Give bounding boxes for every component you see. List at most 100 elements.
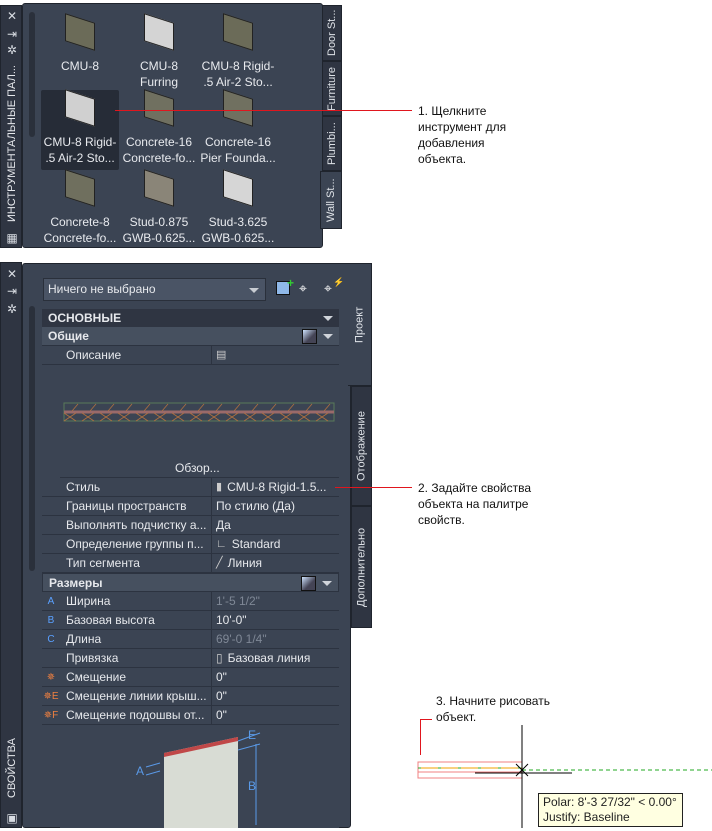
property-label: Привязка <box>60 649 212 667</box>
category-title: Общие <box>48 329 89 343</box>
properties-gear-icon[interactable]: ✲ <box>6 302 18 316</box>
property-row[interactable]: Тип сегмента╱Линия <box>42 554 339 573</box>
quick-settings-icon[interactable] <box>302 329 317 344</box>
tab-extended[interactable]: Дополнительно <box>351 506 372 628</box>
tool-label: Furring <box>139 75 178 89</box>
callout-text: объекта на палитре <box>418 497 529 511</box>
tab-plumbing[interactable]: Plumbi... <box>322 116 342 171</box>
scrollbar[interactable] <box>29 306 35 571</box>
tool-item[interactable]: CMU-8 Rigid-.5 Air-2 Sto... <box>199 13 277 94</box>
palette-menu-icon[interactable]: ▣ <box>6 811 18 825</box>
description-edit-icon[interactable]: ▤ <box>216 348 227 361</box>
wall-style-preview-image <box>63 402 335 422</box>
dimension-diagram: E B A <box>60 725 339 828</box>
tool-label: Concrete-8 <box>50 215 110 229</box>
property-value: 1'-5 1/2" <box>216 593 260 608</box>
category-title: Размеры <box>49 576 103 590</box>
tab-wall-styles[interactable]: Wall St... <box>320 171 342 229</box>
category-dimensions[interactable]: Размеры <box>42 573 339 592</box>
section-basic[interactable]: ОСНОВНЫЕ <box>42 309 339 328</box>
property-value: Базовая линия <box>227 650 311 665</box>
quick-settings-icon[interactable] <box>301 576 316 591</box>
property-label: Границы пространств <box>60 497 212 515</box>
property-row[interactable]: Привязка▯Базовая линия <box>42 649 339 668</box>
close-icon[interactable]: ✕ <box>6 9 18 23</box>
property-value: Да <box>216 517 231 532</box>
group-template-icon: ∟ <box>216 537 227 550</box>
properties-titlebar[interactable]: ✕ ⇥ ✲ СВОЙСТВА ▣ <box>0 262 22 828</box>
dimension-marker <box>42 649 60 667</box>
property-row[interactable]: Определение группы п...∟Standard <box>42 535 339 554</box>
tooltip-justify: Justify: Baseline <box>543 810 630 824</box>
tab-door-styles[interactable]: Door St... <box>322 5 342 61</box>
properties-gear-icon[interactable]: ✲ <box>6 43 18 57</box>
dimension-marker: ✵E <box>42 687 60 705</box>
tool-label: CMU-8 <box>61 59 99 73</box>
diagram-label-b: B <box>248 779 257 793</box>
dimension-marker: ✵F <box>42 706 60 724</box>
dimension-marker: C <box>42 630 60 648</box>
selection-dropdown[interactable]: Ничего не выбрано <box>43 278 266 301</box>
collapse-icon[interactable] <box>322 581 332 586</box>
tab-project[interactable]: Проект <box>348 263 372 386</box>
property-row[interactable]: Выполнять подчистку а...Да <box>42 516 339 535</box>
property-label: Описание <box>60 346 212 364</box>
tab-display[interactable]: Отображение <box>351 386 372 506</box>
collapse-icon[interactable] <box>323 316 333 321</box>
tool-label: CMU-8 Rigid- <box>43 135 117 149</box>
wall-style-icon <box>65 13 95 51</box>
chevron-down-icon <box>249 288 259 293</box>
callout-2-leader <box>335 487 412 488</box>
tool-item[interactable]: CMU-8 <box>41 13 119 78</box>
browse-link[interactable]: Обзор... <box>175 461 220 475</box>
property-row-description[interactable]: Описание ▤ <box>42 346 339 365</box>
diagram-label-e: E <box>248 728 257 742</box>
wall-style-icon <box>65 89 95 127</box>
tool-palette-titlebar[interactable]: ✕ ⇥ ✲ ИНСТРУМЕНТАЛЬНЫЕ ПАЛ... ▦ <box>0 5 22 248</box>
property-value: CMU-8 Rigid-1.5... <box>227 479 327 494</box>
auto-hide-icon[interactable]: ⇥ <box>6 284 18 298</box>
scrollbar[interactable] <box>29 12 35 137</box>
collapse-icon[interactable] <box>323 334 333 339</box>
property-value: 10'-0" <box>216 612 247 627</box>
wall-style-icon <box>223 13 253 51</box>
property-row[interactable]: Стиль ▮ CMU-8 Rigid-1.5... <box>42 478 339 497</box>
palette-menu-icon[interactable]: ▦ <box>6 231 18 245</box>
tab-furniture[interactable]: Furniture <box>322 61 342 116</box>
tool-label: CMU-8 <box>140 59 178 73</box>
callout-text: инструмент для <box>418 120 507 134</box>
quick-select-icon[interactable]: + <box>276 276 294 295</box>
style-swatch-icon: ▮ <box>216 480 223 493</box>
pick-object-icon[interactable]: ⌖ <box>299 280 307 296</box>
close-icon[interactable]: ✕ <box>6 267 18 281</box>
drawing-canvas[interactable] <box>410 725 712 828</box>
style-preview[interactable]: Обзор... <box>60 365 339 478</box>
tool-label: Pier Founda... <box>200 151 276 165</box>
property-label: Смещение <box>60 668 212 686</box>
wall-style-icon <box>223 169 253 207</box>
category-general[interactable]: Общие <box>42 327 339 346</box>
wall-style-icon <box>144 169 174 207</box>
auto-hide-icon[interactable]: ⇥ <box>6 27 18 41</box>
tool-item[interactable]: CMU-8 Rigid-.5 Air-2 Sto... <box>41 89 119 170</box>
tool-label: Concrete-fo... <box>122 151 196 165</box>
polar-tooltip: Polar: 8'-3 27/32" < 0.00° Justify: Base… <box>538 793 683 827</box>
property-label: Стиль <box>60 478 212 496</box>
property-value: Standard <box>231 536 281 551</box>
wall-style-icon <box>144 13 174 51</box>
toggle-pickadd-icon[interactable]: ⌖⚡ <box>324 277 345 296</box>
